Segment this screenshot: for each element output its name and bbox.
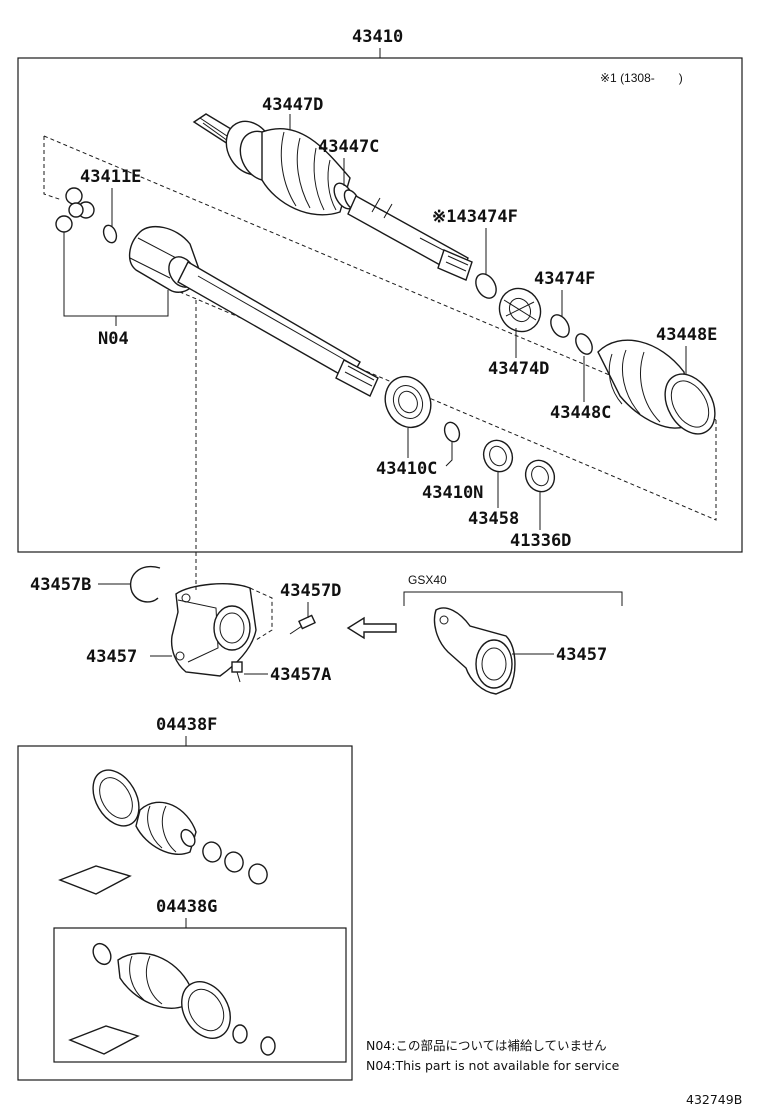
label-GSX40: GSX40 [408,573,447,587]
seal-43410N [482,439,514,473]
ring-43474F-lower [550,314,570,338]
bracket-43457-gsx40 [433,607,516,695]
kit-04438F-parts [58,769,268,895]
label-43474D: 43474D [488,359,549,379]
snap-ring-43457B [129,565,161,603]
bracket-43457 [170,583,273,677]
dash-diagonal [43,135,717,421]
label-43457-gsx40: 43457 [556,645,607,665]
label-43457: 43457 [86,647,137,667]
label-43448C: 43448C [550,403,611,423]
tripod-joint [55,187,95,233]
bracket-GSX40 [403,591,623,606]
label-43457B: 43457B [30,575,91,595]
inner-shaft-assembly [55,187,379,397]
kit-04438G-parts [68,942,276,1056]
figure-id: 432749B [686,1092,742,1107]
label-43457D: 43457D [280,581,341,601]
inner-boot-43448E [597,339,716,435]
label-43410: 43410 [352,27,403,47]
label-43458: 43458 [468,509,519,529]
bearing-43410C [384,375,432,429]
label-43474F-2: 43474F [534,269,595,289]
label-43474F-1: ※143474F [432,207,518,227]
joint-43474D [498,287,542,333]
label-43447C: 43447C [318,137,379,157]
dash-left-joint [43,136,63,201]
label-N04: N04 [98,329,129,349]
bolt-43457D [289,614,316,635]
label-04438F: 04438F [156,715,217,735]
label-43457A: 43457A [270,665,331,685]
label-43410N: 43410N [422,483,483,503]
clamp-43448C [575,333,593,355]
assembly-box-43410 [17,57,743,553]
label-43448E: 43448E [656,325,717,345]
outer-shaft-assembly [192,113,473,281]
seal-41336D [524,459,556,493]
bolt-43457A [231,661,243,683]
ring-43474F-upper [475,273,497,299]
note-1308: ※1 (1308- ) [600,71,683,85]
arrow-left-icon [346,616,397,640]
label-43447D: 43447D [262,95,323,115]
label-43411E: 43411E [80,167,141,187]
note-jp: N04:この部品については補給していません [366,1038,607,1053]
label-41336D: 41336D [510,531,571,551]
label-43410C: 43410C [376,459,437,479]
kit-box-04438G [53,927,347,1063]
snap-ring-43410C [443,421,461,443]
note-en: N04:This part is not available for servi… [366,1058,620,1073]
kit-box-04438F [17,745,353,1081]
label-04438G: 04438G [156,897,217,917]
snap-ring-43411E [102,224,118,244]
dash-right-joint [179,291,717,521]
